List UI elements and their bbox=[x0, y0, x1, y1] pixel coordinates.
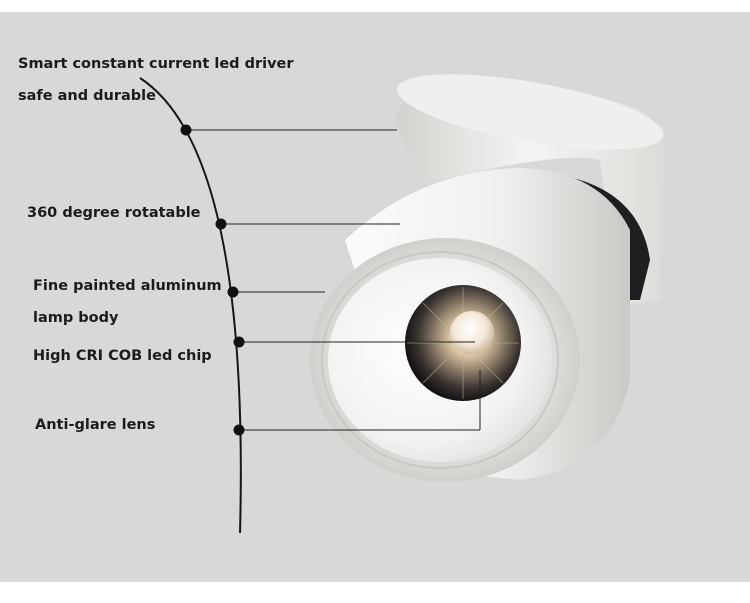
callout-dots bbox=[180, 124, 245, 436]
label-aluminum: Fine painted aluminum bbox=[33, 278, 222, 294]
anti-glare-lens bbox=[450, 311, 494, 355]
label-driver-sub: safe and durable bbox=[18, 88, 156, 104]
label-driver: Smart constant current led driver bbox=[18, 56, 294, 72]
label-lens: Anti-glare lens bbox=[35, 417, 156, 433]
label-rotatable: 360 degree rotatable bbox=[27, 205, 201, 221]
callout-lines bbox=[186, 129, 481, 431]
lamp-head bbox=[310, 168, 630, 482]
callout-dot bbox=[215, 218, 227, 230]
callout-dot bbox=[233, 424, 245, 436]
callout-dot bbox=[227, 286, 239, 298]
label-aluminum-sub: lamp body bbox=[33, 310, 119, 326]
callout-dot bbox=[233, 336, 245, 348]
callout-guide-curve bbox=[139, 77, 242, 534]
callout-dot bbox=[180, 124, 192, 136]
label-cob-chip: High CRI COB led chip bbox=[33, 348, 212, 364]
